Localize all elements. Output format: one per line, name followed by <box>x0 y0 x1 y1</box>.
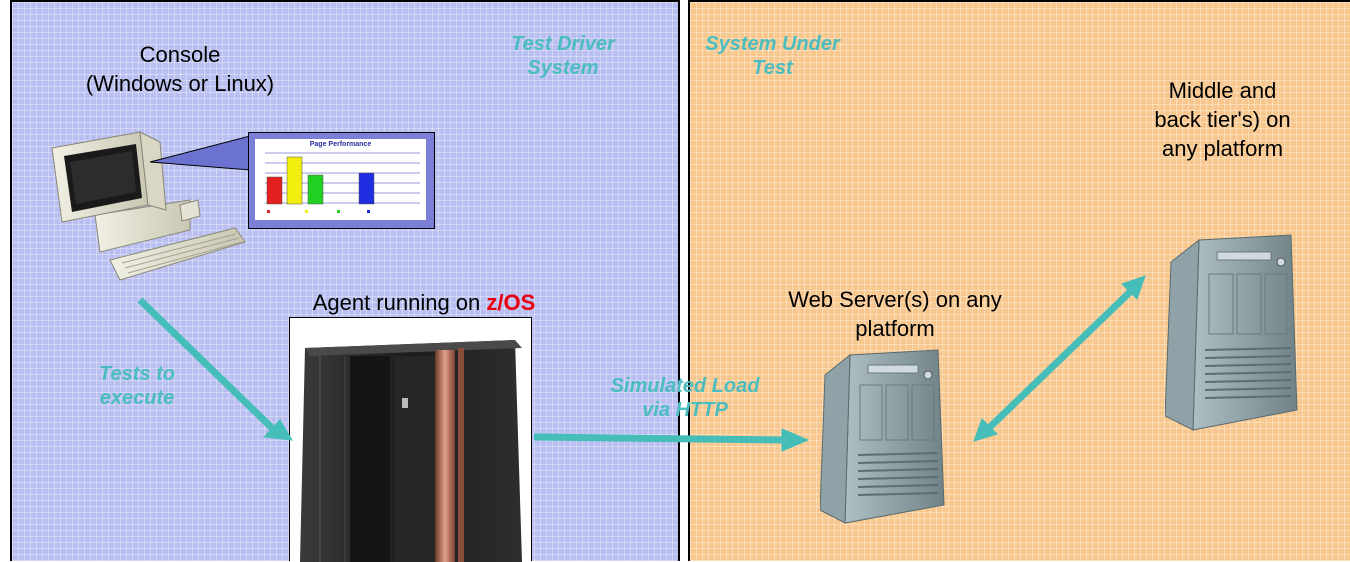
agent-platform-zos: z/OS <box>486 290 536 315</box>
simulated-load-line1: Simulated Load <box>610 375 760 397</box>
performance-chart-panel: Page Performance <box>248 132 435 229</box>
test-driver-title: Test Driver System <box>488 32 638 80</box>
agent-label: Agent running on z/OS <box>284 288 564 317</box>
middle-tier-label-line3: any platform <box>1161 136 1284 161</box>
mainframe-server-icon <box>300 340 522 562</box>
tests-to-execute-arrowhead <box>262 419 293 441</box>
middle-tier-label-line2: back tier's) on <box>1154 107 1291 132</box>
desktop-computer-icon <box>51 131 246 281</box>
web-server-tower-icon <box>820 349 945 524</box>
tests-to-execute-line1: Tests to <box>99 363 175 385</box>
middle-tier-server-tower-icon <box>1165 234 1298 431</box>
tier-link-arrow <box>987 289 1133 430</box>
test-driver-panel <box>10 0 680 561</box>
middle-tier-label-line1: Middle and <box>1168 78 1277 103</box>
tests-to-execute-arrow <box>137 297 275 431</box>
system-under-test-title-line1: System Under <box>705 33 840 55</box>
test-driver-title-line2: System <box>527 57 599 79</box>
test-driver-title-line1: Test Driver <box>511 33 615 55</box>
simulated-load-arrow <box>533 433 786 444</box>
web-server-label-line1: Web Server(s) on any <box>788 287 1002 312</box>
simulated-load-label: Simulated Load via HTTP <box>575 374 795 422</box>
simulated-load-arrowhead <box>781 428 810 452</box>
performance-chart: Page Performance <box>255 139 426 220</box>
console-label-line1: Console <box>139 42 221 67</box>
performance-chart-title: Page Performance <box>309 141 372 148</box>
tests-to-execute-label: Tests to execute <box>72 362 202 410</box>
system-under-test-title: System Under Test <box>700 32 845 80</box>
middle-tier-label: Middle and back tier's) on any platform <box>1130 76 1315 163</box>
performance-chart-bars <box>265 152 420 213</box>
tier-link-arrowhead-top <box>1121 275 1146 300</box>
web-server-label-line2: platform <box>855 316 935 341</box>
console-label: Console (Windows or Linux) <box>65 40 295 98</box>
simulated-load-line2: via HTTP <box>642 399 728 421</box>
web-server-label: Web Server(s) on any platform <box>745 285 1045 343</box>
console-label-line2: (Windows or Linux) <box>85 71 275 96</box>
tier-link-arrowhead-bottom <box>973 418 998 442</box>
mainframe-frame <box>289 317 532 562</box>
tests-to-execute-line2: execute <box>99 387 175 409</box>
system-under-test-title-line2: Test <box>752 57 793 79</box>
agent-label-prefix: Agent running on <box>312 290 487 315</box>
